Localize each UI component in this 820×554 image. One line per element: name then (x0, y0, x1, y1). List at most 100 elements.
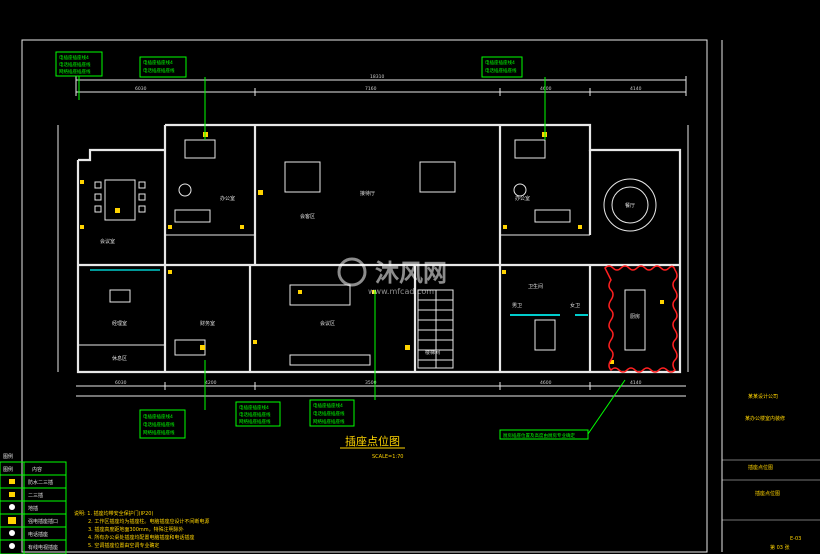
svg-text:楼梯间: 楼梯间 (425, 349, 440, 356)
dim-top-2: 7160 (365, 86, 377, 92)
lounge-bench (289, 354, 371, 366)
data-outlet-icon (9, 530, 15, 536)
desk-3 (109, 289, 131, 303)
svg-text:厨房插座位置及高度由厨房专业确定: 厨房插座位置及高度由厨房专业确定 (503, 432, 575, 439)
dim-bottom-1: 6030 (115, 380, 127, 386)
chair-1 (178, 183, 192, 197)
desk-1 (184, 139, 216, 159)
svg-text:网络插座插座线: 网络插座插座线 (313, 418, 345, 425)
svg-text:电插座插座线4: 电插座插座线4 (143, 413, 173, 420)
svg-text:办公室: 办公室 (220, 195, 235, 202)
svg-text:电插座插座线4: 电插座插座线4 (485, 59, 515, 66)
bottom-dimensions: 6030 4200 3500 4600 4140 (76, 380, 686, 397)
svg-text:网络插座插座线: 网络插座插座线 (59, 68, 91, 75)
svg-text:电话插座插座线: 电话插座插座线 (143, 421, 175, 428)
callout-kitchen: 厨房插座位置及高度由厨房专业确定 (499, 379, 626, 440)
dim-bottom-2: 4200 (205, 380, 217, 386)
callout-bottom-mid-1: 电插座插座线4 电话插座插座线 网络插座插座线 (235, 401, 281, 427)
wash-basins (90, 269, 588, 316)
callout-bottom-mid-2: 电插座插座线4 电话插座插座线 网络插座插座线 (309, 290, 376, 427)
svg-text:会议区: 会议区 (320, 320, 335, 327)
svg-text:内容: 内容 (32, 466, 42, 473)
callout-bottom-left: 电插座插座线4 电话插座插座线 网络插座插座线 (139, 360, 206, 439)
kitchen-highlight (604, 265, 678, 373)
svg-text:E-03: E-03 (790, 536, 801, 542)
svg-text:卫生间: 卫生间 (528, 283, 543, 290)
svg-text:图例: 图例 (3, 453, 13, 460)
title-block: 某某设计公司 某办公楼室内装修 插座点位图 插座点位图 E-03 第 03 张 (722, 393, 820, 551)
kitchen-counter (624, 289, 646, 351)
dim-bottom-3: 3500 (365, 380, 377, 386)
svg-text:网络插座插座线: 网络插座插座线 (239, 418, 271, 425)
svg-text:电话插座插座线: 电话插座插座线 (143, 67, 175, 74)
svg-text:插座点位图: 插座点位图 (748, 464, 773, 471)
room-labels: 会议室 办公室 接待厅 会客区 办公室 餐厅 经理室 财务室 会议区 休息区 楼… (100, 190, 640, 362)
toilet-stall (534, 319, 556, 351)
lobby-sofa-right (419, 161, 456, 193)
svg-text:某某设计公司: 某某设计公司 (748, 393, 778, 400)
tv-outlet-icon (9, 543, 15, 549)
legend-table: 图例 图例 内容 防水二三插 二三插 地插 强电插座插口 电话插座 有线电视插座 (0, 453, 67, 554)
svg-text:女卫: 女卫 (570, 302, 580, 309)
svg-text:防水二三插: 防水二三插 (28, 479, 53, 486)
chair-2 (513, 183, 527, 197)
callout-top-mid: 电插座插座线4 电话插座插座线 (139, 56, 206, 140)
svg-text:财务室: 财务室 (200, 320, 215, 327)
lobby-sofa-left (284, 161, 321, 193)
callout-top-right-1: 电插座插座线4 电话插座插座线 (481, 56, 546, 140)
svg-text:插座点位图: 插座点位图 (755, 490, 780, 497)
svg-text:餐厅: 餐厅 (625, 202, 635, 209)
svg-text:接待厅: 接待厅 (360, 190, 375, 197)
building-walls (76, 123, 682, 374)
svg-text:电插座插座线4: 电插座插座线4 (239, 404, 269, 411)
meeting-desk (289, 284, 351, 306)
svg-text:电话插座插座线: 电话插座插座线 (313, 410, 345, 417)
dim-top-1: 6030 (135, 86, 147, 92)
dim-bottom-5: 4140 (630, 380, 642, 386)
sofa-1 (174, 209, 211, 223)
svg-text:经理室: 经理室 (112, 320, 127, 327)
svg-text:沐风网: 沐风网 (375, 259, 447, 287)
svg-text:电话插座插座线: 电话插座插座线 (239, 411, 271, 418)
svg-text:会议室: 会议室 (100, 238, 115, 245)
svg-text:电插座插座线4: 电插座插座线4 (59, 54, 89, 61)
svg-text:二三插: 二三插 (28, 492, 43, 499)
dim-top-total: 18310 (370, 74, 384, 80)
svg-text:5. 空调插座位置由空调专业确定: 5. 空调插座位置由空调专业确定 (88, 542, 159, 549)
svg-text:强电插座插口: 强电插座插口 (28, 518, 58, 525)
svg-text:电插座插座线4: 电插座插座线4 (143, 59, 173, 66)
svg-text:图例: 图例 (3, 466, 13, 473)
callout-top-left: 电插座插座线4 电话插座插座线 网络插座插座线 (55, 51, 103, 100)
svg-text:说明: 1. 插座均带安全保护门(IP20): 说明: 1. 插座均带安全保护门(IP20) (74, 510, 153, 517)
watermark: 沐风网 www.mfcad.com (337, 257, 447, 296)
svg-text:会客区: 会客区 (300, 213, 315, 220)
svg-text:4. 所有办公桌处插座均配置电脑插座和电话插座: 4. 所有办公桌处插座均配置电脑插座和电话插座 (88, 534, 194, 541)
svg-text:电话插座: 电话插座 (28, 531, 48, 538)
svg-text:2. 工作区插座均为插座柱。电脑插座应设计不间断电源: 2. 工作区插座均为插座柱。电脑插座应设计不间断电源 (88, 518, 209, 525)
staircase (417, 289, 454, 369)
svg-text:www.mfcad.com: www.mfcad.com (368, 287, 434, 296)
svg-text:休息区: 休息区 (112, 355, 127, 362)
drawing-notes: 说明: 1. 插座均带安全保护门(IP20) 2. 工作区插座均为插座柱。电脑插… (74, 510, 209, 549)
dining-table (603, 178, 657, 232)
svg-text:地插: 地插 (28, 505, 38, 512)
dim-top-3: 4600 (540, 86, 552, 92)
dim-top-4: 4140 (630, 86, 642, 92)
svg-text:网络插座插座线: 网络插座插座线 (143, 429, 175, 436)
svg-text:某办公楼室内装修: 某办公楼室内装修 (745, 415, 785, 422)
meeting-table (94, 179, 146, 221)
svg-text:3. 插座高度距地面300mm，特殊注明除外: 3. 插座高度距地面300mm，特殊注明除外 (88, 526, 184, 533)
socket-two-icon (9, 492, 15, 497)
desk-2 (514, 139, 546, 159)
svg-text:男卫: 男卫 (512, 303, 522, 309)
drawing-scale: SCALE=1:70 (372, 454, 403, 460)
socket-box-icon (8, 517, 16, 524)
drawing-frame (21, 39, 708, 553)
socket-three-icon (9, 479, 15, 484)
svg-text:有线电视插座: 有线电视插座 (28, 544, 58, 551)
drawing-title: 插座点位图 (345, 434, 400, 448)
svg-text:办公室: 办公室 (515, 195, 530, 202)
svg-text:第 03 张: 第 03 张 (770, 544, 790, 551)
